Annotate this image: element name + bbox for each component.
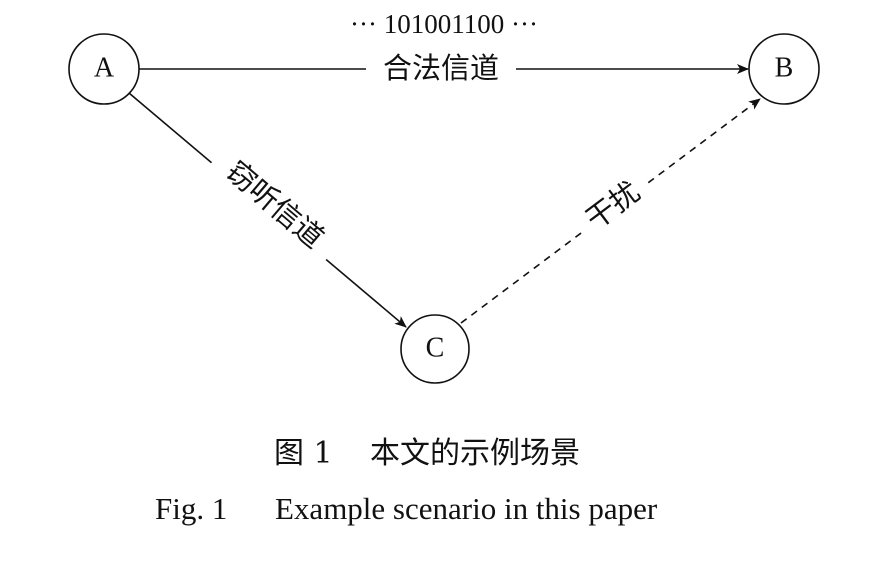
node-a-circle	[68, 33, 140, 105]
edge-legal-label: 合法信道	[383, 51, 499, 85]
caption-en-number: Fig. 1	[155, 491, 227, 526]
bitstream-label: ··· 101001100 ···	[350, 9, 538, 39]
caption-english: Fig. 1 Example scenario in this paper	[155, 491, 658, 526]
node-c: C	[400, 314, 470, 384]
node-b-label: B	[775, 52, 794, 83]
node-c-label: C	[426, 332, 445, 363]
caption-en-title: Example scenario in this paper	[275, 491, 658, 526]
edge-legal-label-mask	[366, 48, 516, 90]
node-a: A	[68, 33, 140, 105]
node-b: B	[748, 33, 820, 105]
edge-interference-label-mask	[568, 164, 660, 248]
caption-cn-number: 图 1	[274, 436, 333, 471]
caption-chinese: 图 1 本文的示例场景	[274, 436, 580, 471]
node-b-circle	[748, 33, 820, 105]
caption-cn-title: 本文的示例场景	[370, 436, 580, 471]
edge-eavesdrop-label-mask	[202, 139, 346, 271]
edge-eavesdrop-label: 窃听信道	[220, 154, 331, 255]
node-a-label: A	[94, 52, 115, 83]
node-c-circle	[400, 314, 470, 384]
